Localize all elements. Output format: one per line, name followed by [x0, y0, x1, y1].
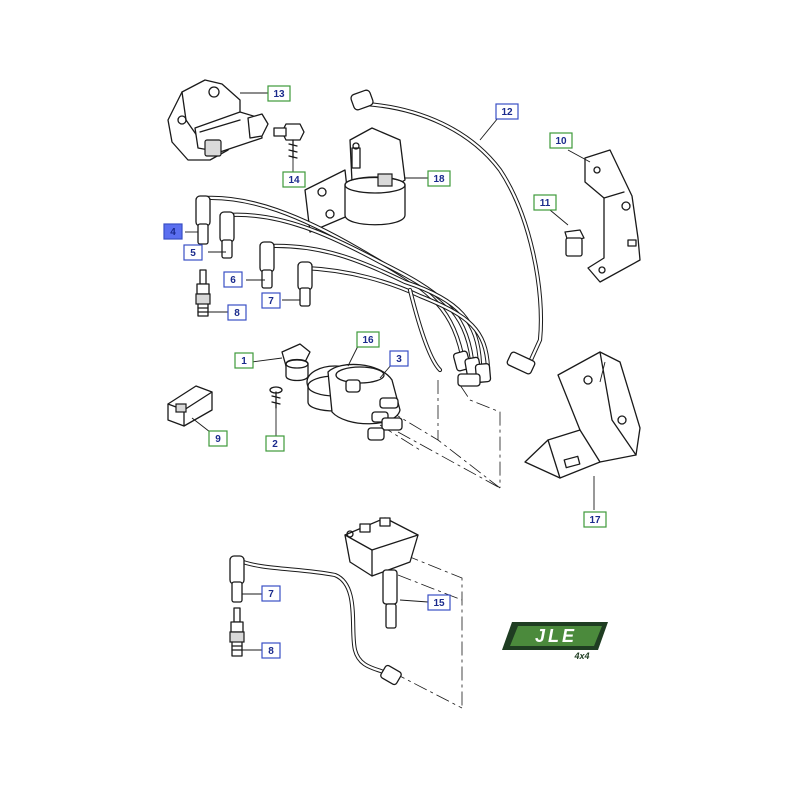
- ht-lead-harness-part[interactable]: [202, 195, 492, 387]
- callout-label: 13: [273, 89, 285, 100]
- callout-box: [549, 132, 573, 149]
- callout-box: [495, 103, 519, 120]
- callout-box: [234, 352, 254, 369]
- callout-label: 7: [268, 296, 274, 307]
- callout-label: 14: [288, 175, 300, 186]
- callout-label: 5: [190, 248, 196, 259]
- callout-box: [265, 435, 285, 452]
- callout-box: [261, 292, 281, 309]
- callout-c14[interactable]: 14: [282, 171, 306, 188]
- callout-label: 10: [555, 136, 567, 147]
- callout-box: [261, 585, 281, 602]
- screw-part[interactable]: [269, 386, 283, 409]
- lead-boot-7-part[interactable]: [297, 261, 313, 307]
- callout-label: 15: [433, 598, 445, 609]
- lower-spark-plug-part[interactable]: [229, 607, 245, 657]
- callout-c10[interactable]: 10: [549, 132, 573, 149]
- callout-label: 11: [540, 198, 551, 209]
- callout-box: [427, 594, 451, 611]
- callout-label: 7: [268, 589, 274, 600]
- coil-pack-part[interactable]: [344, 517, 419, 629]
- callout-box: [163, 223, 183, 240]
- callout-label: 4: [170, 227, 176, 238]
- callout-box: [208, 430, 228, 447]
- callout-box: [261, 642, 281, 659]
- sensor-plug-part[interactable]: [564, 229, 585, 257]
- callout-c6[interactable]: 6: [223, 271, 243, 288]
- callout-c1[interactable]: 1: [234, 352, 254, 369]
- callout-box: [583, 511, 607, 528]
- callout-c17[interactable]: 17: [583, 511, 607, 528]
- callout-box: [227, 304, 247, 321]
- callout-label: 17: [589, 515, 601, 526]
- spark-plug-part[interactable]: [195, 269, 211, 317]
- lead-boot-5-part[interactable]: [219, 211, 235, 259]
- lead-boot-4-part[interactable]: [195, 195, 211, 245]
- mounting-bracket-part[interactable]: [584, 149, 641, 283]
- callout-c7b[interactable]: 7: [261, 585, 281, 602]
- callout-c15[interactable]: 15: [427, 594, 451, 611]
- callout-box: [427, 170, 451, 187]
- callout-c8b[interactable]: 8: [261, 642, 281, 659]
- callout-label: 8: [234, 308, 240, 319]
- distributor-cap-part[interactable]: [327, 363, 403, 441]
- logo-main-text: JLE: [535, 626, 577, 646]
- callout-box: [183, 244, 203, 261]
- callout-label: 12: [501, 107, 513, 118]
- crank-sensor-part[interactable]: [167, 385, 213, 427]
- callout-label: 2: [272, 439, 278, 450]
- callout-label: 3: [396, 354, 402, 365]
- callout-box: [223, 271, 243, 288]
- callout-c5[interactable]: 5: [183, 244, 203, 261]
- bolt-part[interactable]: [273, 123, 305, 159]
- callout-c7a[interactable]: 7: [261, 292, 281, 309]
- callout-box: [533, 194, 557, 211]
- callout-label: 1: [241, 356, 247, 367]
- callout-leader-lines: [185, 92, 606, 651]
- callout-c3[interactable]: 3: [389, 350, 409, 367]
- callout-box: [356, 331, 380, 348]
- callout-box: [282, 171, 306, 188]
- callout-label: 6: [230, 275, 236, 286]
- callout-label: 8: [268, 646, 274, 657]
- ignition-coil-bracket-part[interactable]: [167, 79, 269, 161]
- callout-label: 9: [215, 434, 221, 445]
- callout-c4[interactable]: 4: [163, 223, 183, 240]
- callout-c16[interactable]: 16: [356, 331, 380, 348]
- rotor-arm-part[interactable]: [281, 343, 311, 382]
- callout-label: 18: [433, 174, 445, 185]
- callout-c18[interactable]: 18: [427, 170, 451, 187]
- logo-sub-text: 4x4: [573, 651, 589, 661]
- callout-label: 16: [362, 335, 374, 346]
- callout-c12[interactable]: 12: [495, 103, 519, 120]
- coil-and-bracket-part[interactable]: [304, 127, 406, 233]
- callout-c13[interactable]: 13: [267, 85, 291, 102]
- large-bracket-part[interactable]: [524, 351, 641, 479]
- jle-4x4-logo: JLE 4x4: [502, 622, 608, 661]
- callout-c8a[interactable]: 8: [227, 304, 247, 321]
- lead-boot-6-part[interactable]: [259, 241, 275, 289]
- callout-c9[interactable]: 9: [208, 430, 228, 447]
- lower-ht-lead-part[interactable]: [229, 555, 402, 686]
- callout-box: [267, 85, 291, 102]
- callout-box: [389, 350, 409, 367]
- callout-c11[interactable]: 11: [533, 194, 557, 211]
- callout-c2[interactable]: 2: [265, 435, 285, 452]
- coil-ht-lead-part[interactable]: [350, 89, 544, 375]
